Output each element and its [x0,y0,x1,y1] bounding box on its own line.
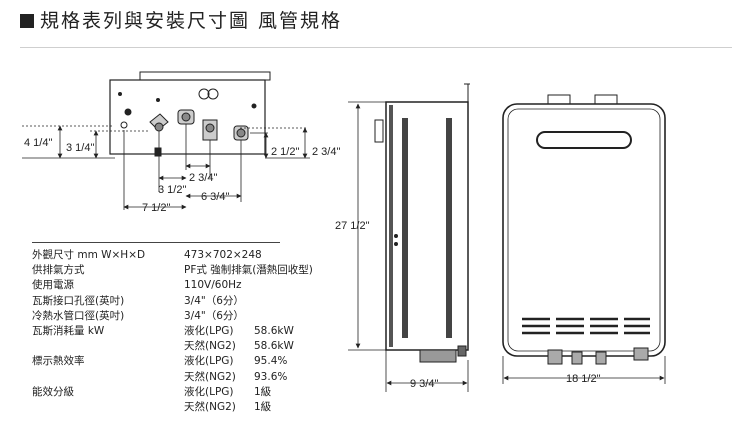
dim-18-1-2: 18 1/2" [566,373,601,385]
front-view-diagram [502,94,666,365]
header-divider [20,47,732,48]
bottom-view-diagram [109,71,271,157]
square-bullet-icon [20,14,34,28]
page-header: 規格表列與安裝尺寸圖 風管規格 [20,6,342,33]
dim-9-3-4: 9 3/4" [410,378,438,390]
dim-3-1-2: 3 1/2" [158,184,186,196]
dim-2-3-4-right: 2 3/4" [312,146,340,158]
page-title: 規格表列與安裝尺寸圖 風管規格 [40,10,343,32]
dim-27-1-2: 27 1/2" [335,220,370,232]
side-view-diagram [374,83,470,363]
dim-2-1-2: 2 1/2" [271,146,299,158]
dim-7-1-2: 7 1/2" [142,202,170,214]
dim-3-1-4: 3 1/4" [66,142,94,154]
dim-4-1-4: 4 1/4" [24,137,52,149]
dim-6-3-4: 6 3/4" [201,191,229,203]
dim-2-3-4-bottom: 2 3/4" [189,172,217,184]
spec-table-divider [32,242,280,243]
